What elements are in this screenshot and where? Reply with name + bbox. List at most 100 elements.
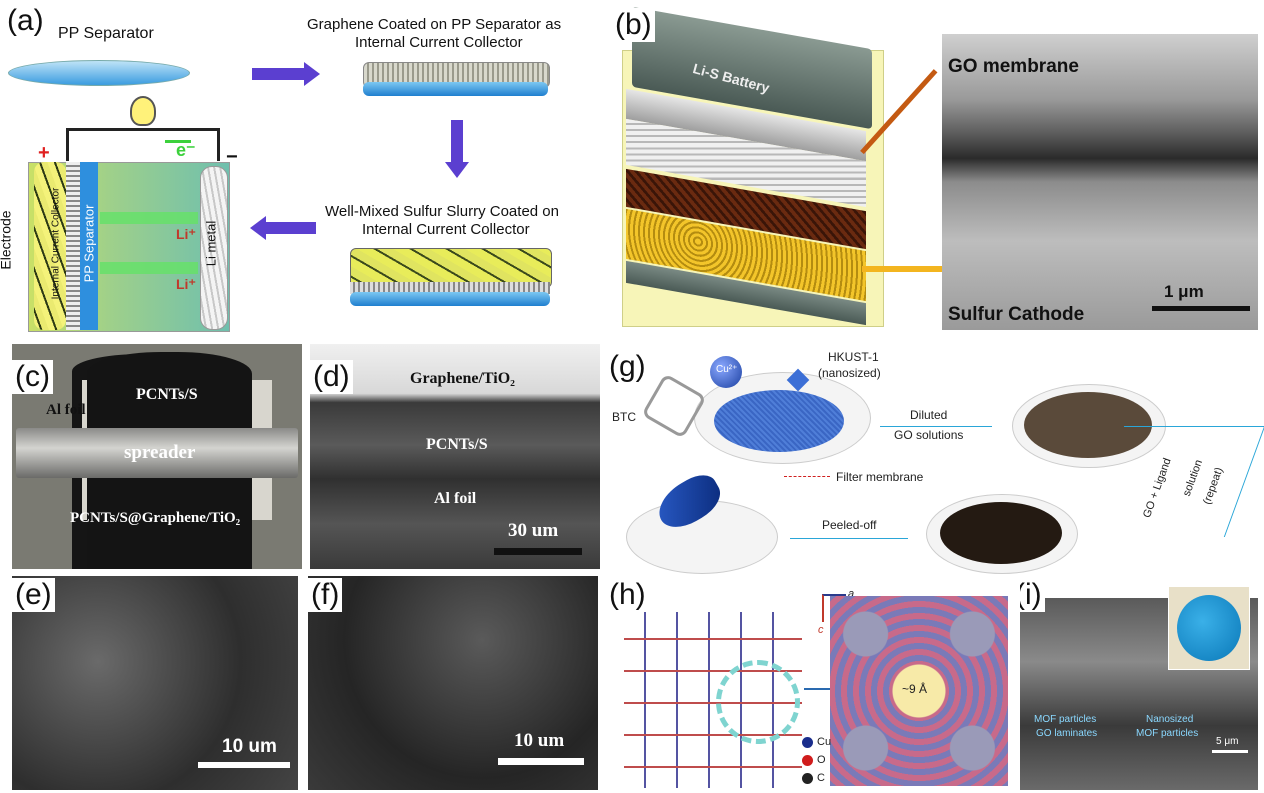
scale-bar-d <box>494 548 582 555</box>
mof-go-line1: MOF particles <box>1034 714 1097 725</box>
panel-b: (b) Li-S Battery GO membrane Sulfur Cath… <box>612 0 1264 340</box>
go-film-brown <box>1024 392 1152 458</box>
graphene-coated-line2: Internal Current Collector <box>355 34 523 51</box>
panel-label-e: (e) <box>12 578 55 612</box>
process-arrowhead-2 <box>445 162 469 178</box>
spreader-label: spreader <box>124 442 196 463</box>
ion-path-1 <box>100 212 198 224</box>
electron-arrow <box>165 140 191 143</box>
panel-label-f: (f) <box>308 578 343 612</box>
process-arrowhead-1 <box>304 62 320 86</box>
pp-separator-disc <box>8 60 190 86</box>
graphene-coated-line1: Graphene Coated on PP Separator as <box>307 16 562 33</box>
axis-c-label: c <box>818 624 824 636</box>
minus-sign: − <box>226 146 238 168</box>
nano-line1: Nanosized <box>1146 714 1194 725</box>
li-metal-label: Li metal <box>203 220 219 267</box>
scale-bar-e <box>198 762 290 768</box>
inset-photo <box>1168 586 1250 670</box>
electrode-label: Electrode <box>0 210 14 270</box>
plus-sign: + <box>38 142 50 164</box>
panel-label-a: (a) <box>4 4 47 38</box>
panel-g: (g) BTC Cu²⁺ HKUST-1 (nanosized) Filter … <box>604 342 1264 574</box>
process-arrow-3 <box>266 222 316 234</box>
pp-separator-layer <box>80 162 98 330</box>
process-arrow-1 <box>252 68 304 80</box>
al-foil-label-c: Al foil <box>46 402 86 418</box>
filter-membrane-blue <box>714 390 844 452</box>
sem-cross-section <box>942 34 1258 330</box>
hkust-line1: HKUST-1 <box>828 350 879 364</box>
panel-label-b: (b) <box>612 8 655 42</box>
cu-ion-sphere <box>710 356 742 388</box>
legend-label: Cu <box>817 736 832 748</box>
electron-label: e⁻ <box>176 140 196 160</box>
coated-disc <box>363 62 550 98</box>
go-solutions-label: GO solutions <box>894 428 964 442</box>
li-metal-layer <box>200 166 228 330</box>
axis-a-label: a <box>848 588 855 600</box>
legend-item-c: C <box>802 770 825 786</box>
scale-label-i: 5 μm <box>1216 736 1239 747</box>
zoom-arrow <box>804 688 834 690</box>
panel-a: (a) PP Separator Graphene Coated on PP S… <box>0 0 610 340</box>
circuit-wire <box>66 128 220 161</box>
axis-arrows <box>822 594 846 622</box>
slurry-line2: Internal Current Collector <box>362 221 530 238</box>
composite-label: PCNTs/S@Graphene/TiO₂ <box>70 510 241 526</box>
diluted-label: Diluted <box>910 408 948 422</box>
ion-path-2 <box>100 262 198 274</box>
scale-label-d: 30 um <box>508 520 559 541</box>
go-membrane-label: GO membrane <box>948 56 1079 77</box>
pore-size-label: ~9 Å <box>902 682 928 696</box>
panel-label-i: (i) <box>1020 578 1045 612</box>
legend-swatch <box>802 754 813 766</box>
peeled-off-label: Peeled-off <box>822 518 877 532</box>
pcnts-label-d: PCNTs/S <box>426 436 488 453</box>
scale-label-e: 10 um <box>222 736 277 757</box>
li-ion-label-1: Li⁺ <box>176 226 196 242</box>
hkust-line2: (nanosized) <box>818 366 881 380</box>
mof-go-film-dark <box>940 502 1062 564</box>
scale-label-b: 1 μm <box>1164 282 1204 301</box>
scale-bar-b <box>1152 306 1250 311</box>
arrow-to-disc2 <box>880 426 992 427</box>
graphene-tio2-label: Graphene/TiO₂ <box>410 370 515 387</box>
process-arrowhead-3 <box>250 216 266 240</box>
space-filling-model <box>830 596 1008 786</box>
electrode-layer <box>34 162 66 330</box>
slurry-line1: Well-Mixed Sulfur Slurry Coated on <box>325 203 559 220</box>
arrow-to-disc4 <box>790 538 908 539</box>
legend-swatch <box>802 772 813 784</box>
legend-swatch <box>802 736 813 748</box>
panel-label-g: (g) <box>606 350 649 384</box>
legend-item-cu: Cu <box>802 734 831 750</box>
panel-label-d: (d) <box>310 360 353 394</box>
mof-go-line2: GO laminates <box>1036 728 1098 739</box>
current-collector-layer <box>66 162 80 330</box>
lightbulb-icon <box>130 96 156 126</box>
scale-bar-f <box>498 758 584 765</box>
panel-d: (d) Graphene/TiO₂ PCNTs/S Al foil 30 um <box>310 344 600 569</box>
btc-label: BTC <box>612 410 636 424</box>
pp-separator-title: PP Separator <box>58 25 154 42</box>
process-arrow-2 <box>451 120 463 164</box>
panel-label-c: (c) <box>12 360 53 394</box>
slurry-disc <box>350 248 552 310</box>
scale-label-f: 10 um <box>514 730 565 751</box>
filter-membrane-pointer <box>784 476 830 477</box>
blue-membrane-photo <box>1177 595 1241 661</box>
panel-e: (e) 10 um <box>12 576 298 790</box>
panel-label-h: (h) <box>606 578 649 612</box>
legend-label: O <box>817 754 826 766</box>
legend-label: C <box>817 772 825 784</box>
legend-item-o: O <box>802 752 826 768</box>
highlight-pore-circle <box>716 660 800 744</box>
current-collector-label: Internal Current Collector <box>50 187 62 300</box>
li-ion-label-2: Li⁺ <box>176 276 196 292</box>
filter-membrane-label: Filter membrane <box>836 470 924 484</box>
separator-label: PP Separator <box>81 204 97 283</box>
panel-i: (i) MOF particles GO laminates Nanosized… <box>1020 576 1258 790</box>
